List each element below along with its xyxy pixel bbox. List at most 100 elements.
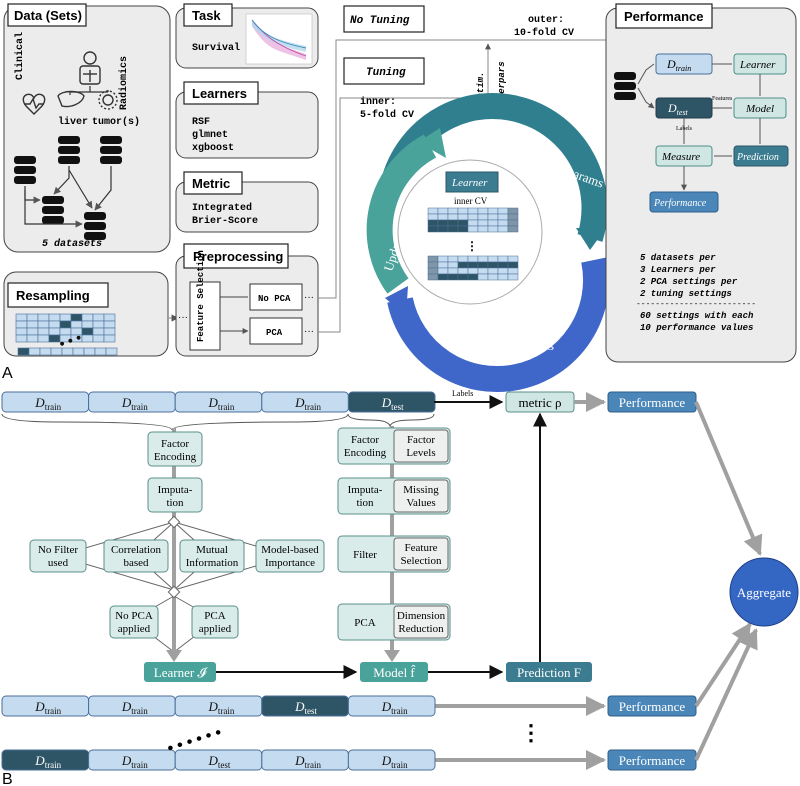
resampling-cell (83, 347, 96, 356)
cycle-inner-cv-label: inner CV (454, 196, 488, 206)
summary-line: 2 tuning settings (640, 289, 732, 299)
ellipsis: ··· (304, 326, 314, 337)
resampling-cell (26, 320, 39, 329)
inner-cv-cell (467, 273, 479, 281)
inner-cv-cell (437, 219, 449, 227)
inner-cv-cell (497, 219, 509, 227)
inner-cv-cell (437, 255, 449, 263)
inner-cv-cell (437, 225, 449, 233)
resampling-cell (48, 320, 61, 329)
radiomics-label: Radiomics (118, 56, 130, 110)
inner-cv-cell (477, 219, 489, 227)
inner-cv-cell (487, 213, 499, 221)
vertical-ellipsis: ⋮ (520, 720, 542, 745)
summary-separator: ------------------------- (636, 300, 756, 309)
panel-a-label: A (2, 365, 13, 382)
learners-title: Learners (192, 86, 247, 101)
inner-cv-cell (507, 267, 519, 275)
right-filter: Filter (353, 549, 377, 561)
inner-cv-cell (427, 225, 439, 233)
resampling-bottom-row (17, 347, 118, 356)
inner-cv-cell (487, 225, 499, 233)
inner-cv-cell (467, 225, 479, 233)
resampling-cell (37, 334, 50, 343)
patient-icon (79, 51, 101, 85)
inner-cv-cell (507, 225, 519, 233)
database-icon-performance (614, 72, 636, 100)
fold-test-label: Dtest (381, 395, 404, 412)
left-imputation: Imputa-tion (158, 484, 193, 509)
inner-cv-cell (507, 273, 519, 281)
database-icon-tumor (100, 136, 122, 164)
inner-cv-cell (437, 261, 449, 269)
fold-test-label: Dtest (294, 699, 317, 716)
performance-panel: Performance Dtrain Dtest Learner Model P… (605, 3, 797, 363)
summary-total: 60 settings with each (640, 311, 754, 321)
datasets-count: 5 datasets (42, 238, 102, 250)
heart-rate-icon (22, 93, 46, 115)
inner-cv-cell (507, 213, 519, 221)
database-icon-combined-1 (42, 196, 64, 224)
inner-cv-cell (447, 219, 459, 227)
perf-features-label: Features (712, 96, 733, 102)
perf-dtest-label: Dtest (667, 101, 689, 117)
inner-cv-cell (427, 261, 439, 269)
inner-cv-cell (497, 267, 509, 275)
resampling-cell (70, 320, 83, 329)
inner-cv-cell (467, 213, 479, 221)
inner-cv-cell (427, 267, 439, 275)
fold-train-label: Dtrain (121, 699, 148, 716)
resampling-cell (92, 320, 105, 329)
inner-cv-cell (437, 213, 449, 221)
resampling-cell (61, 347, 74, 356)
feature-selection-label: Feature Selection (196, 250, 206, 342)
model-node: Model f̂ (373, 665, 416, 680)
performance-title: Performance (624, 9, 703, 24)
survival-curve-thumbnail (245, 13, 313, 65)
tumor-icon (98, 90, 118, 110)
fold-train-label: Dtrain (294, 395, 321, 412)
ellipsis: ··· (304, 292, 314, 303)
inner-cv-cell (457, 267, 469, 275)
summary-line: 3 Learners per (640, 265, 716, 275)
inner-cv-cell (447, 273, 459, 281)
resampling-cell (92, 334, 105, 343)
inner-cv-cell (457, 273, 469, 281)
fold-train-label: Dtrain (34, 699, 61, 716)
right-imputation: Imputa-tion (348, 484, 383, 509)
pca-label: PCA (266, 328, 283, 338)
panel-a: Data (Sets) Clinical Radiomics (2, 3, 797, 392)
inner-cv-cell (477, 255, 489, 263)
inner-cv-cell (477, 213, 489, 221)
fold-train-cell (347, 695, 436, 717)
performance-node-label: Performance (619, 699, 686, 714)
resampling-cell (103, 327, 116, 336)
resampling-cell (81, 334, 94, 343)
inner-cv-cell (507, 207, 519, 215)
resampling-cell (103, 313, 116, 322)
labels-arrow-label: Labels (452, 389, 473, 398)
resampling-cell (81, 320, 94, 329)
evaluate-resampling-label: Evaluate by Resampling (428, 318, 556, 351)
fold-train-label: Dtrain (294, 753, 321, 770)
inner-cv-cell (477, 225, 489, 233)
inner-cv-cell (447, 225, 459, 233)
inner-cv-cell (427, 219, 439, 227)
panel-b-label: B (2, 771, 13, 786)
inner-cv-cell (497, 225, 509, 233)
inner-cv-cell (427, 213, 439, 221)
fold-train-label: Dtrain (208, 699, 235, 716)
inner-cv-cell (487, 207, 499, 215)
optim-hyperpars-label: hyperpars (497, 61, 507, 110)
inner-cv-cell (457, 255, 469, 263)
resampling-cell (48, 313, 61, 322)
task-panel: Task Survival (175, 3, 319, 69)
inner-cv-cell (487, 273, 499, 281)
